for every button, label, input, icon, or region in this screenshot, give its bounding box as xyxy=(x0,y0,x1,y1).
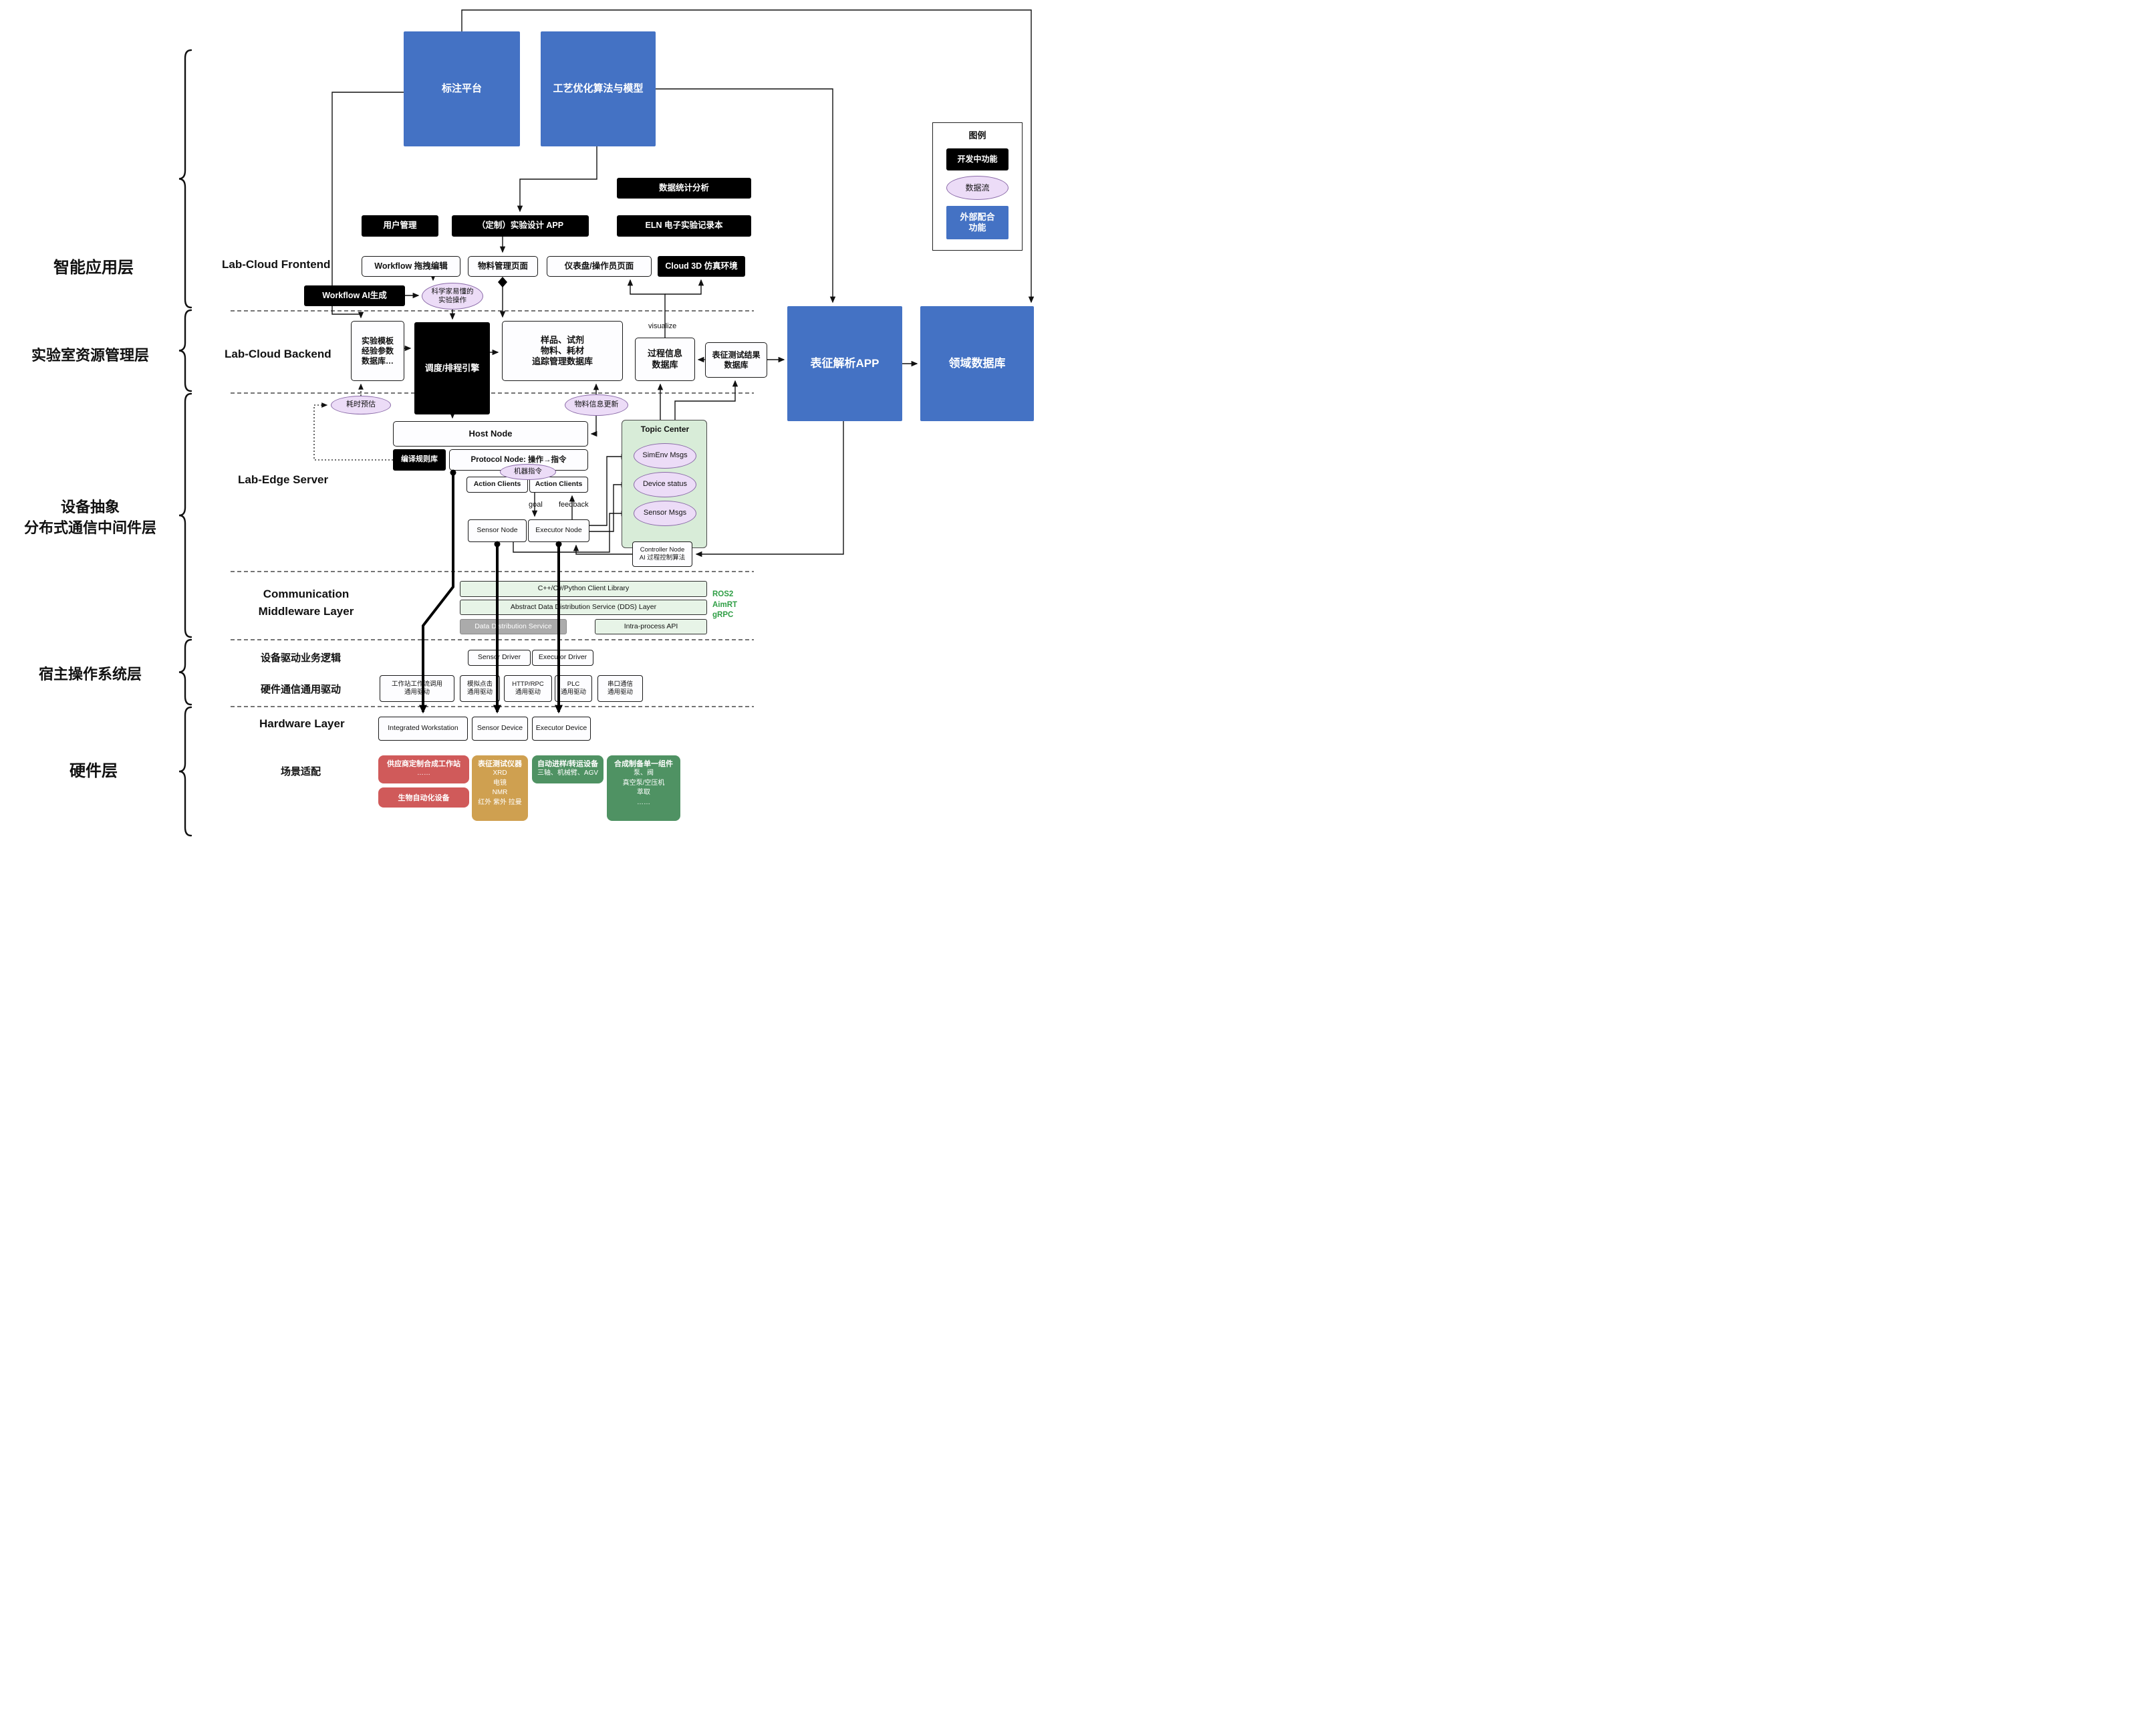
vendor-workstation-title: 供应商定制合成工作站 xyxy=(387,760,460,768)
workflow-edit-box: Workflow 拖拽编辑 xyxy=(362,256,460,277)
domain-db-box: 领域数据库 xyxy=(920,306,1034,421)
integrated-workstation-box: Integrated Workstation xyxy=(378,717,468,741)
client-library-box: C++/C#/Python Client Library xyxy=(460,581,707,597)
legend-external-feature: 外部配合 功能 xyxy=(946,206,1008,239)
synth-components-box: 合成制备单一组件 泵、阀 真空泵/空压机 萃取 …… xyxy=(607,755,680,821)
dds-layer-box: Abstract Data Distribution Service (DDS)… xyxy=(460,600,707,615)
section-frontend: Lab-Cloud Frontend xyxy=(222,258,331,271)
char-analysis-app-box: 表征解析APP xyxy=(787,306,902,421)
sensor-node-box: Sensor Node xyxy=(468,519,527,542)
machine-cmd-flow: 机器指令 xyxy=(500,464,556,480)
feedback-label: feedback xyxy=(559,501,589,509)
legend-data-flow: 数据流 xyxy=(946,176,1008,200)
material-page-box: 物料管理页面 xyxy=(468,256,538,277)
topic-center-panel: Topic Center SimEnv Msgs Device status S… xyxy=(622,420,707,548)
goal-label: goal xyxy=(529,501,543,509)
architecture-diagram: 标注平台 工艺优化算法与模型 图例 开发中功能 数据流 外部配合 功能 智能应用… xyxy=(0,0,1049,844)
controller-node-box: Controller Node AI 过程控制算法 xyxy=(632,541,692,567)
sample-tracking-db-box: 样品、试剂 物料、耗材 追踪管理数据库 xyxy=(502,321,623,381)
plc-driver-box: PLC 通用驱动 xyxy=(555,675,592,702)
simenv-msgs-flow: SimEnv Msgs xyxy=(634,443,696,469)
layer-label-hardware: 硬件层 xyxy=(70,762,118,780)
char-instrument-list: XRD 电镜 NMR 红外 紫外 拉曼 xyxy=(478,769,522,806)
material-update-flow: 物料信息更新 xyxy=(565,394,628,416)
dds-service-box: Data Distribution Service xyxy=(460,619,567,634)
layer-label-resource: 实验室资源管理层 xyxy=(31,347,149,364)
autosampler-box: 自动进样/转运设备 三轴、机械臂、AGV xyxy=(532,755,603,783)
compile-rules-box: 编译规则库 xyxy=(393,449,446,471)
workstation-driver-box: 工作站工作流调用 通用驱动 xyxy=(380,675,454,702)
char-instrument-box: 表征测试仪器 XRD 电镜 NMR 红外 紫外 拉曼 xyxy=(472,755,528,821)
template-db-box: 实验模板 经验参数 数据库… xyxy=(351,321,404,381)
protocol-stack-label: ROS2 AimRT gRPC xyxy=(712,590,738,620)
synth-components-list: 泵、阀 真空泵/空压机 萃取 …… xyxy=(622,769,665,806)
time-estimate-flow: 耗时预估 xyxy=(331,396,391,414)
synth-components-title: 合成制备单一组件 xyxy=(614,760,673,768)
device-status-flow: Device status xyxy=(634,472,696,497)
intra-process-api-box: Intra-process API xyxy=(595,619,707,634)
dashboard-page-box: 仪表盘/操作员页面 xyxy=(547,256,652,277)
sensor-device-box: Sensor Device xyxy=(472,717,528,741)
autosampler-title: 自动进样/转运设备 xyxy=(537,760,599,768)
section-hardware-layer: Hardware Layer xyxy=(259,717,345,730)
host-node-box: Host Node xyxy=(393,421,588,447)
vendor-workstation-sub: …… xyxy=(417,769,430,777)
section-scene-adapt: 场景适配 xyxy=(281,766,321,777)
section-driver-logic: 设备驱动业务逻辑 xyxy=(261,652,342,664)
executor-driver-box: Executor Driver xyxy=(532,650,593,666)
section-edge-server: Lab-Edge Server xyxy=(238,473,329,486)
bio-automation-box: 生物自动化设备 xyxy=(378,787,469,808)
bio-automation-title: 生物自动化设备 xyxy=(398,794,450,802)
http-rpc-driver-box: HTTP/RPC 通用驱动 xyxy=(504,675,552,702)
topic-center-title: Topic Center xyxy=(640,424,690,434)
layer-label-device: 设备抽象 分布式通信中间件层 xyxy=(23,499,156,536)
layer-label-host-os: 宿主操作系统层 xyxy=(38,666,142,683)
cloud3d-box: Cloud 3D 仿真环境 xyxy=(658,256,745,277)
char-instrument-title: 表征测试仪器 xyxy=(478,760,522,768)
eln-box: ELN 电子实验记录本 xyxy=(617,215,751,237)
visualize-label: visualize xyxy=(648,322,677,330)
autosampler-sub: 三轴、机械臂、AGV xyxy=(537,769,599,777)
process-info-db-box: 过程信息 数据库 xyxy=(635,338,695,381)
section-backend: Lab-Cloud Backend xyxy=(225,348,331,360)
click-sim-driver-box: 模拟点击 通用驱动 xyxy=(460,675,500,702)
workflow-ai-box: Workflow AI生成 xyxy=(304,285,405,306)
section-hw-driver: 硬件通信通用驱动 xyxy=(261,684,342,695)
scheduler-engine-box: 调度/排程引擎 xyxy=(414,322,490,414)
section-comm-middleware: Communication Middleware Layer xyxy=(258,588,354,618)
process-optimization-box: 工艺优化算法与模型 xyxy=(541,31,656,146)
sensor-driver-box: Sensor Driver xyxy=(468,650,531,666)
legend-title: 图例 xyxy=(968,130,986,140)
executor-node-box: Executor Node xyxy=(528,519,589,542)
legend-dev-feature: 开发中功能 xyxy=(946,148,1008,170)
characterization-db-box: 表征测试结果 数据库 xyxy=(705,342,767,378)
user-mgmt-box: 用户管理 xyxy=(362,215,438,237)
stats-analysis-box: 数据统计分析 xyxy=(617,178,751,199)
custom-experiment-app-box: （定制）实验设计 APP xyxy=(452,215,589,237)
serial-driver-box: 串口通信 通用驱动 xyxy=(597,675,643,702)
layer-label-app: 智能应用层 xyxy=(53,259,134,277)
annotation-platform-box: 标注平台 xyxy=(404,31,520,146)
scientist-ops-flow: 科学家易懂的 实验操作 xyxy=(422,283,483,310)
vendor-workstation-box: 供应商定制合成工作站 …… xyxy=(378,755,469,783)
sensor-msgs-flow: Sensor Msgs xyxy=(634,501,696,526)
executor-device-box: Executor Device xyxy=(532,717,591,741)
